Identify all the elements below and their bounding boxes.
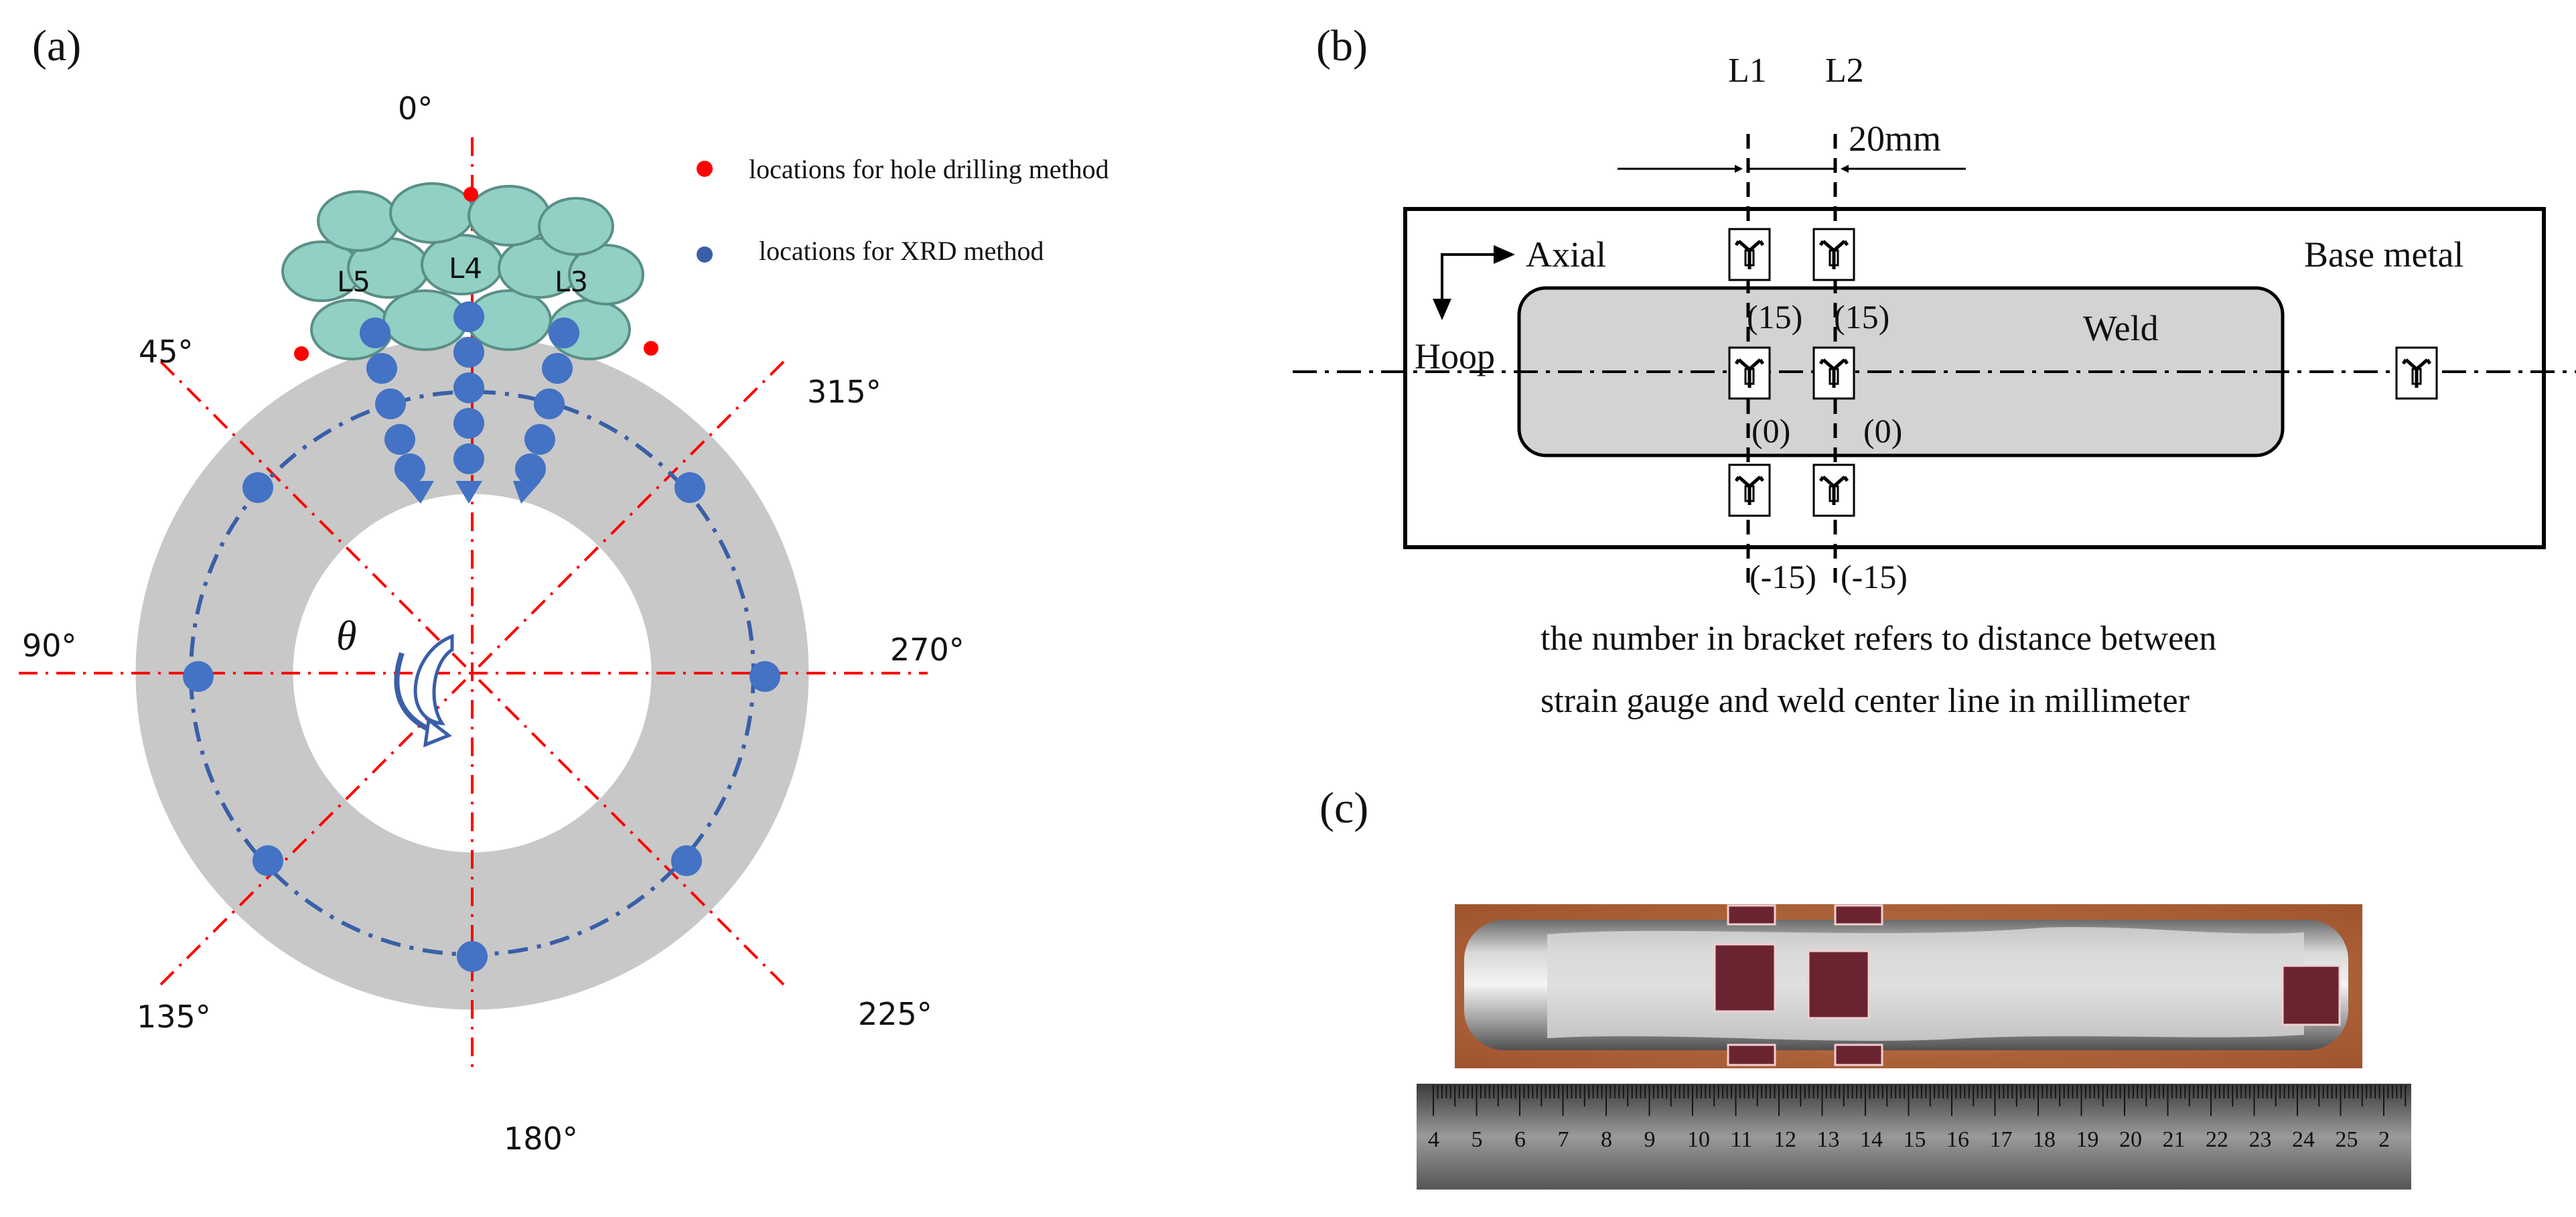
distance-0-l2: (0) <box>1863 412 1902 449</box>
ruler-number: 2 <box>2378 1127 2390 1152</box>
ruler-numbers: 4 5 6 7 8 9 10 11 12 13 14 15 16 17 18 19 20 21 22 23 24 25 2 <box>1428 1127 2390 1152</box>
ruler-number: 13 <box>1817 1127 1840 1152</box>
legend-hole-text: locations for hole drilling method <box>749 154 1109 184</box>
gauge-l2-top <box>1814 229 1854 280</box>
gauge-l1-bottom <box>1729 465 1770 516</box>
ruler-number: 17 <box>1990 1127 2013 1152</box>
legend-xrd-text: locations for XRD method <box>759 236 1044 266</box>
line-l3: L3 <box>555 265 588 298</box>
ruler-number: 25 <box>2336 1127 2358 1152</box>
ruler-number: 18 <box>2033 1127 2056 1152</box>
panel-c-label: (c) <box>1319 784 1368 833</box>
distance-0-l1: (0) <box>1751 412 1790 449</box>
weld-label: Weld <box>2083 308 2159 348</box>
angle-0: 0° <box>398 90 433 127</box>
ruler-number: 20 <box>2119 1127 2142 1152</box>
angle-45: 45° <box>139 334 194 370</box>
ruler-number: 4 <box>1428 1127 1439 1152</box>
hoop-label: Hoop <box>1415 336 1495 376</box>
ruler-number: 23 <box>2249 1127 2272 1152</box>
base-metal-label: Base metal <box>2304 234 2463 275</box>
rotation-arrowhead <box>423 717 453 747</box>
angle-315: 315° <box>807 374 881 410</box>
caption-line-1: the number in bracket refers to distance… <box>1541 620 2216 658</box>
panel-b-label: (b) <box>1316 21 1368 70</box>
ruler-number: 14 <box>1860 1127 1883 1152</box>
gauge-l2-bottom <box>1814 465 1854 516</box>
profile-arrow-heads <box>402 481 541 504</box>
ruler-number: 22 <box>2206 1127 2228 1152</box>
line-l5: L5 <box>337 265 370 298</box>
ruler-number: 12 <box>1774 1127 1796 1152</box>
axial-arrow-icon <box>1494 245 1515 264</box>
ruler-number: 16 <box>1946 1127 1969 1152</box>
distance-15-l2: (15) <box>1834 298 1889 336</box>
panel-a-label: (a) <box>32 21 81 70</box>
legend-xrd-marker <box>697 246 713 263</box>
ruler-number: 9 <box>1644 1127 1656 1152</box>
line-l4: L4 <box>449 252 482 285</box>
distance-neg15-l2: (-15) <box>1841 558 1908 595</box>
axial-label: Axial <box>1526 234 1606 275</box>
distance-neg15-l1: (-15) <box>1749 558 1816 595</box>
panel-c: (c) 4 5 6 7 8 9 10 11 12 13 14 15 16 17 18 19 20 21 22 23 24… <box>1319 784 2411 1190</box>
weld-bead <box>281 182 644 360</box>
legend-hole-marker <box>697 161 713 177</box>
spacing-label: 20mm <box>1849 119 1941 159</box>
gauge-base-metal <box>2396 348 2437 399</box>
specimen-weld-bead <box>1547 927 2304 1041</box>
l1-label: L1 <box>1728 52 1767 90</box>
gauge-l1-top <box>1729 229 1770 280</box>
hole-drilling-points <box>294 187 658 361</box>
ruler-number: 6 <box>1514 1127 1526 1152</box>
panel-b: (b) L1 L2 20mm Axial Hoop Base metal Wel… <box>1293 21 2576 720</box>
distance-15-l1: (15) <box>1747 298 1802 336</box>
ruler-number: 7 <box>1558 1127 1569 1152</box>
gauge-l2-center <box>1814 348 1854 399</box>
ruler-number: 24 <box>2292 1127 2315 1152</box>
ruler-number: 8 <box>1601 1127 1612 1152</box>
ruler-number: 15 <box>1904 1127 1926 1152</box>
rotation-arrow-icon <box>413 634 454 725</box>
angle-135: 135° <box>137 999 211 1035</box>
specimen-strain-gauges <box>1713 904 2341 1066</box>
caption-line-2: strain gauge and weld center line in mil… <box>1541 682 2190 720</box>
xrd-profiles <box>360 301 579 484</box>
axis-frame <box>1441 253 1507 311</box>
l2-label: L2 <box>1825 52 1864 90</box>
gauge-l1-center <box>1729 348 1770 399</box>
angle-90: 90° <box>22 628 77 664</box>
ruler-number: 11 <box>1731 1127 1753 1152</box>
ruler-number: 21 <box>2163 1127 2186 1152</box>
ruler-number: 10 <box>1687 1127 1710 1152</box>
ruler-number: 5 <box>1472 1127 1483 1152</box>
angle-180: 180° <box>504 1121 578 1157</box>
theta-label: θ <box>336 614 356 659</box>
hoop-arrow-icon <box>1433 299 1451 320</box>
angle-225: 225° <box>858 996 932 1032</box>
angle-270: 270° <box>890 632 964 668</box>
panel-a: (a) <box>19 21 1109 1157</box>
ruler <box>1417 1084 2411 1190</box>
ruler-ticks <box>1433 1085 2407 1116</box>
ruler-number: 19 <box>2076 1127 2099 1152</box>
xrd-circle-points <box>183 472 780 972</box>
